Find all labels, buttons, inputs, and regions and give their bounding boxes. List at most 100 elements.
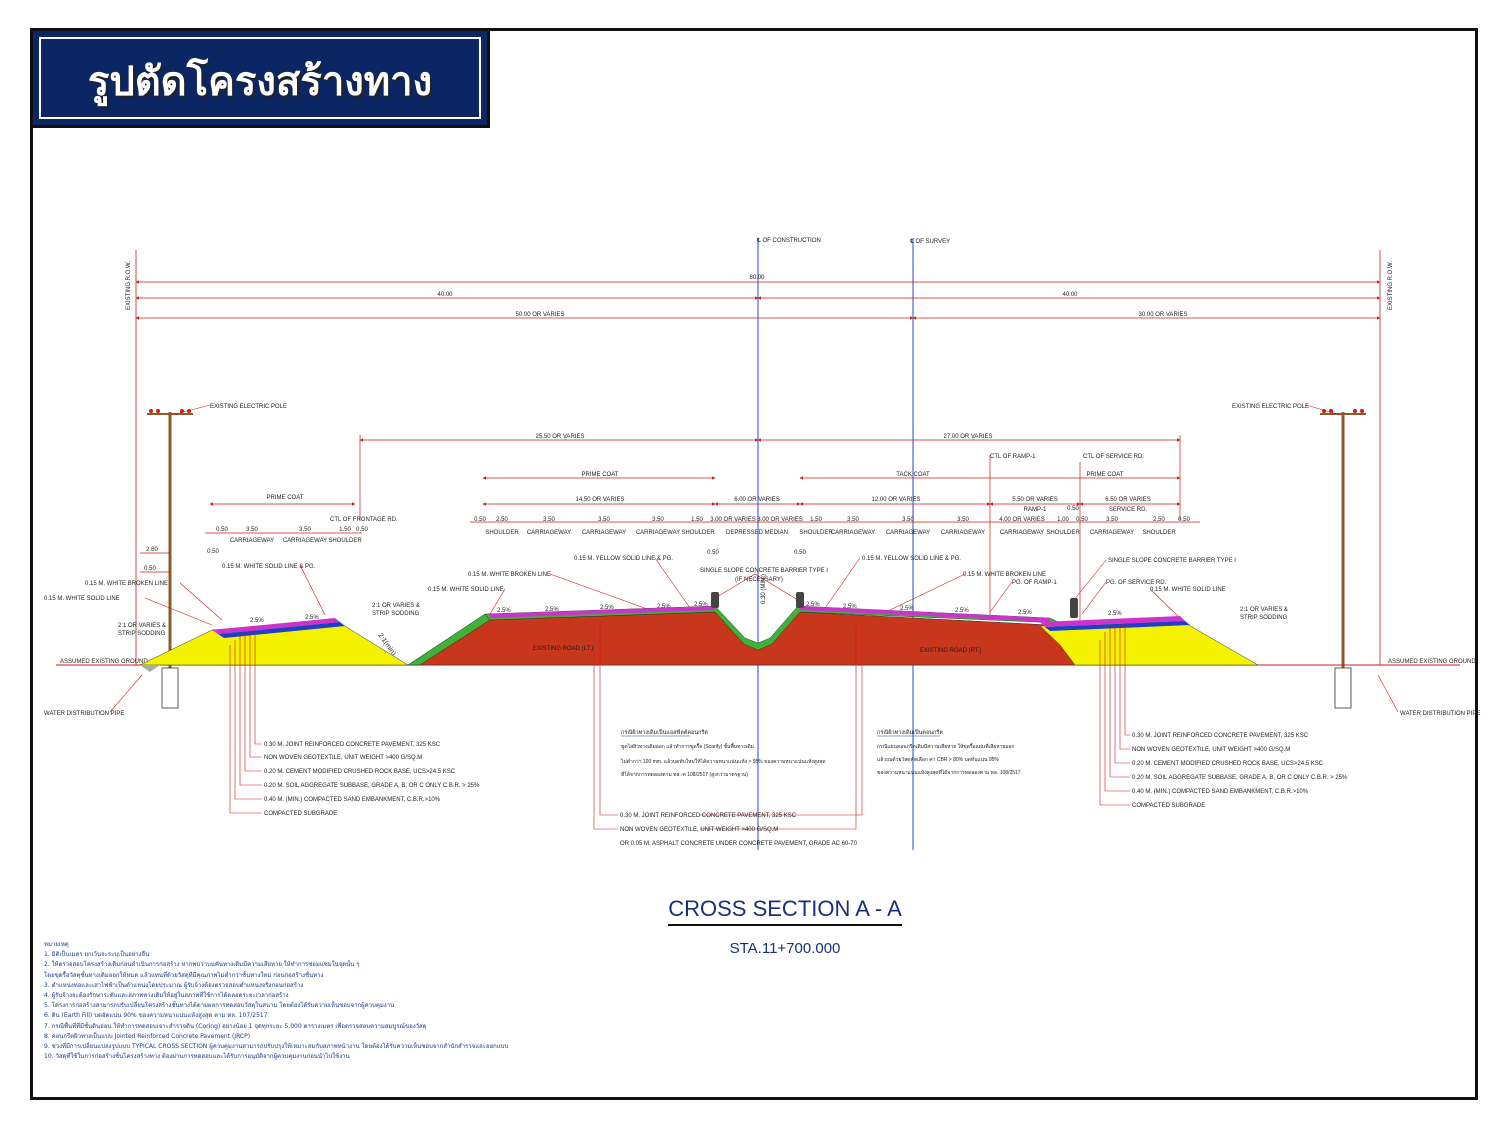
note-line: หมายเหตุ [44,941,69,948]
layer-right: 0.40 M. (MIN.) COMPACTED SAND EMBANKMENT… [1132,789,1309,795]
main-dim: 2.50 [1153,517,1165,523]
dim-12-00: 12.00 OR VARIES [872,497,921,503]
slope-mid-label: 2:1 OR VARIES &STRIP SODDING [372,603,420,617]
layer-right: 0.20 M. SOIL AGGREGATE SUBBASE, GRADE A,… [1132,775,1348,781]
lane-label-left: CARRIAGEWAY [230,538,274,544]
layer-left: 0.30 M. JOINT REINFORCED CONCRETE PAVEME… [264,742,441,748]
page-title: รูปตัดโครงสร้างทาง [87,58,433,105]
callout-pg-service: PG. OF SERVICE RD. [1106,580,1167,586]
electric-pole-left [147,409,193,709]
lane-dim-left: 0.50 [356,527,368,533]
layer-left: 0.20 M. CEMENT MODIFIED CRUSHED ROCK BAS… [264,769,456,775]
note-line: 5. โครงการก่อสร้างสามารถปรับเปลี่ยนโครงส… [44,1002,395,1010]
existing-road-rt: EXISTING ROAD (RT.) [920,648,982,654]
note-center-line: ไม่ต่ำกว่า 100 mm. แล้วบดทับใหม่ให้ได้คว… [620,758,826,765]
cross-section-station: STA.11+700.000 [729,940,841,957]
note-line: 10. วัสดุที่ใช้ในการก่อสร้างชั้นโครงสร้า… [44,1053,350,1061]
top-dimensions [135,280,1381,320]
main-label: SHOULDER [681,530,715,536]
slope-pct: 2.5% [694,602,708,608]
slope-pct: 2.5% [1108,611,1122,617]
main-dim: 0.50 [474,517,486,523]
callout-pg-ramp: PG. OF RAMP-1 [1012,580,1057,586]
note-center-title: กรณีผิวทางเดิมเป็นแอสฟัลต์คอนกรีต [621,728,708,736]
note-line: 4. ผู้รับจ้างจะต้องรักษาระดับและสภาพทางเ… [44,992,289,1000]
main-dim: 0.50 [1178,517,1190,523]
slope-pct: 2.5% [305,615,319,621]
callout-white-broken-right: 0.15 M. WHITE BROKEN LINE [963,572,1046,578]
dim-left-varies: 50.00 OR VARIES [516,312,565,318]
main-dim: 3.50 [902,517,914,523]
layer-center: OR 0.05 M. ASPHALT CONCRETE UNDER CONCRE… [620,841,858,847]
note-line: 9. ช่วงที่มีการเปลี่ยนแปลงรูปแบบ TYPICAL… [44,1043,509,1051]
centerline-survey-label: ℄ OF SURVEY [909,239,950,245]
main-label: CARRIAGEWAY [1090,530,1134,536]
main-label: CARRIAGEWAY [527,530,571,536]
layer-right: NON WOVEN GEOTEXTILE, UNIT WEIGHT >400 G… [1132,747,1290,753]
road-structure [139,592,1259,672]
main-label: DEPRESSED MEDIAN [726,530,788,536]
note-right-title: กรณีผิวทางเดิมเป็นคอนกรีต [877,728,943,736]
slope-pct: 2.5% [250,618,264,624]
main-dim: 1.50 [691,517,703,523]
dim-2-60: 2.60 [146,547,158,553]
note-center-line: ขูดไสผิวทางเดิมออก แล้วทำการขูดรื้อ (Sca… [621,741,754,750]
slope-pct: 2.5% [497,608,511,614]
callout-if-necessary: (IF NECESSARY) [735,577,783,583]
dim-right-varies: 30.00 OR VARIES [1139,312,1188,318]
water-pipe-right-label: WATER DISTRIBUTION PIPE [1400,711,1480,717]
dim-left-road: 25.50 OR VARIES [536,434,585,440]
slope-percentages: 2.5% 2.5% 2.5% 2.5% 2.5% 2.5% 2.5% 2.5% … [250,602,1122,624]
water-pipe-right-leader [1377,674,1399,713]
main-dim: 0.50 [1076,517,1088,523]
slope-pct: 2.5% [806,602,820,608]
slope-pct: 2.5% [657,604,671,610]
callout-white-broken-left: 0.15 M. WHITE BROKEN LINE [85,581,168,587]
note-right-line: กรณีแผ่นคอนกรีตเดิมมีความเสียหาย ให้ขุดร… [877,741,1014,750]
existing-road-lt: EXISTING ROAD (LT.) [533,646,593,652]
dim-right-road: 27.00 OR VARIES [944,434,993,440]
main-dim: 3.50 [1106,517,1118,523]
callout-white-broken-mid: 0.15 M. WHITE BROKEN LINE [468,572,551,578]
layer-leaders-right [1099,622,1130,806]
dim-0-50-b: 0.50 [144,566,156,572]
main-label: SHOULDER [1142,530,1176,536]
lane-dim-left: 1.50 [339,527,351,533]
main-label: CARRIAGEWAY [886,530,930,536]
tack-coat-label: TACK COAT [896,472,930,478]
slope-pct: 2.5% [843,604,857,610]
prime-coat-right-label: PRIME COAT [1087,472,1124,478]
electric-pole-right-label: EXISTING ELECTRIC POLE [1232,404,1309,410]
layer-left: COMPACTED SUBGRADE [264,811,337,817]
layer-center: NON WOVEN GEOTEXTILE, UNIT WEIGHT >400 G… [620,827,778,833]
centerline-construction-label: ℄ OF CONSTRUCTION [756,238,821,244]
ctl-service-label: CTL OF SERVICE RD. [1083,454,1144,460]
water-pipe-left-leader [109,674,143,713]
title-banner-border [39,37,481,119]
ground-left-label: ASSUMED EXISTING GROUND [60,659,148,665]
main-label: CARRIAGEWAY [1000,530,1044,536]
dim-right-half: 40.00 [1062,292,1078,298]
lane-dim-left: 0.50 [216,527,228,533]
main-lane-dims: 0.50 2.50 3.50 3.50 3.50 1.50 3.00 OR VA… [474,517,1190,523]
drawing-frame [30,28,1478,1100]
main-dim: 3.00 OR VARIES [710,517,756,523]
ramp-1-label: RAMP-1 [1024,507,1047,513]
callout-barrier-right: SINGLE SLOPE CONCRETE BARRIER TYPE I [1108,558,1236,564]
water-pipe-left-label: WATER DISTRIBUTION PIPE [44,711,124,717]
callout-barrier: SINGLE SLOPE CONCRETE BARRIER TYPE I [700,568,828,574]
pole-leader-left [171,404,211,416]
note-line: 2. ให้ตรวจสอบโครงสร้างเดิมก่อนดำเนินการก… [44,961,360,969]
prime-coat-mid-label: PRIME COAT [582,472,619,478]
main-dim: 4.00 OR VARIES [999,517,1045,523]
title-banner: รูปตัดโครงสร้างทาง [30,28,490,128]
main-label: CARRIAGEWAY [941,530,985,536]
general-notes: หมายเหตุ 1. มิติเป็นเมตร ยกเว้นจะระบุเป็… [44,940,664,1062]
prime-coat-left-label: PRIME COAT [267,495,304,501]
cross-section-title: CROSS SECTION A - A [668,896,902,926]
note-line: 1. มิติเป็นเมตร ยกเว้นจะระบุเป็นอย่างอื่… [44,951,150,959]
dim-0-50-e: 0.50 [794,550,806,556]
dim-6-50: 6.50 OR VARIES [1105,497,1151,503]
layer-leaders-center [593,620,863,830]
